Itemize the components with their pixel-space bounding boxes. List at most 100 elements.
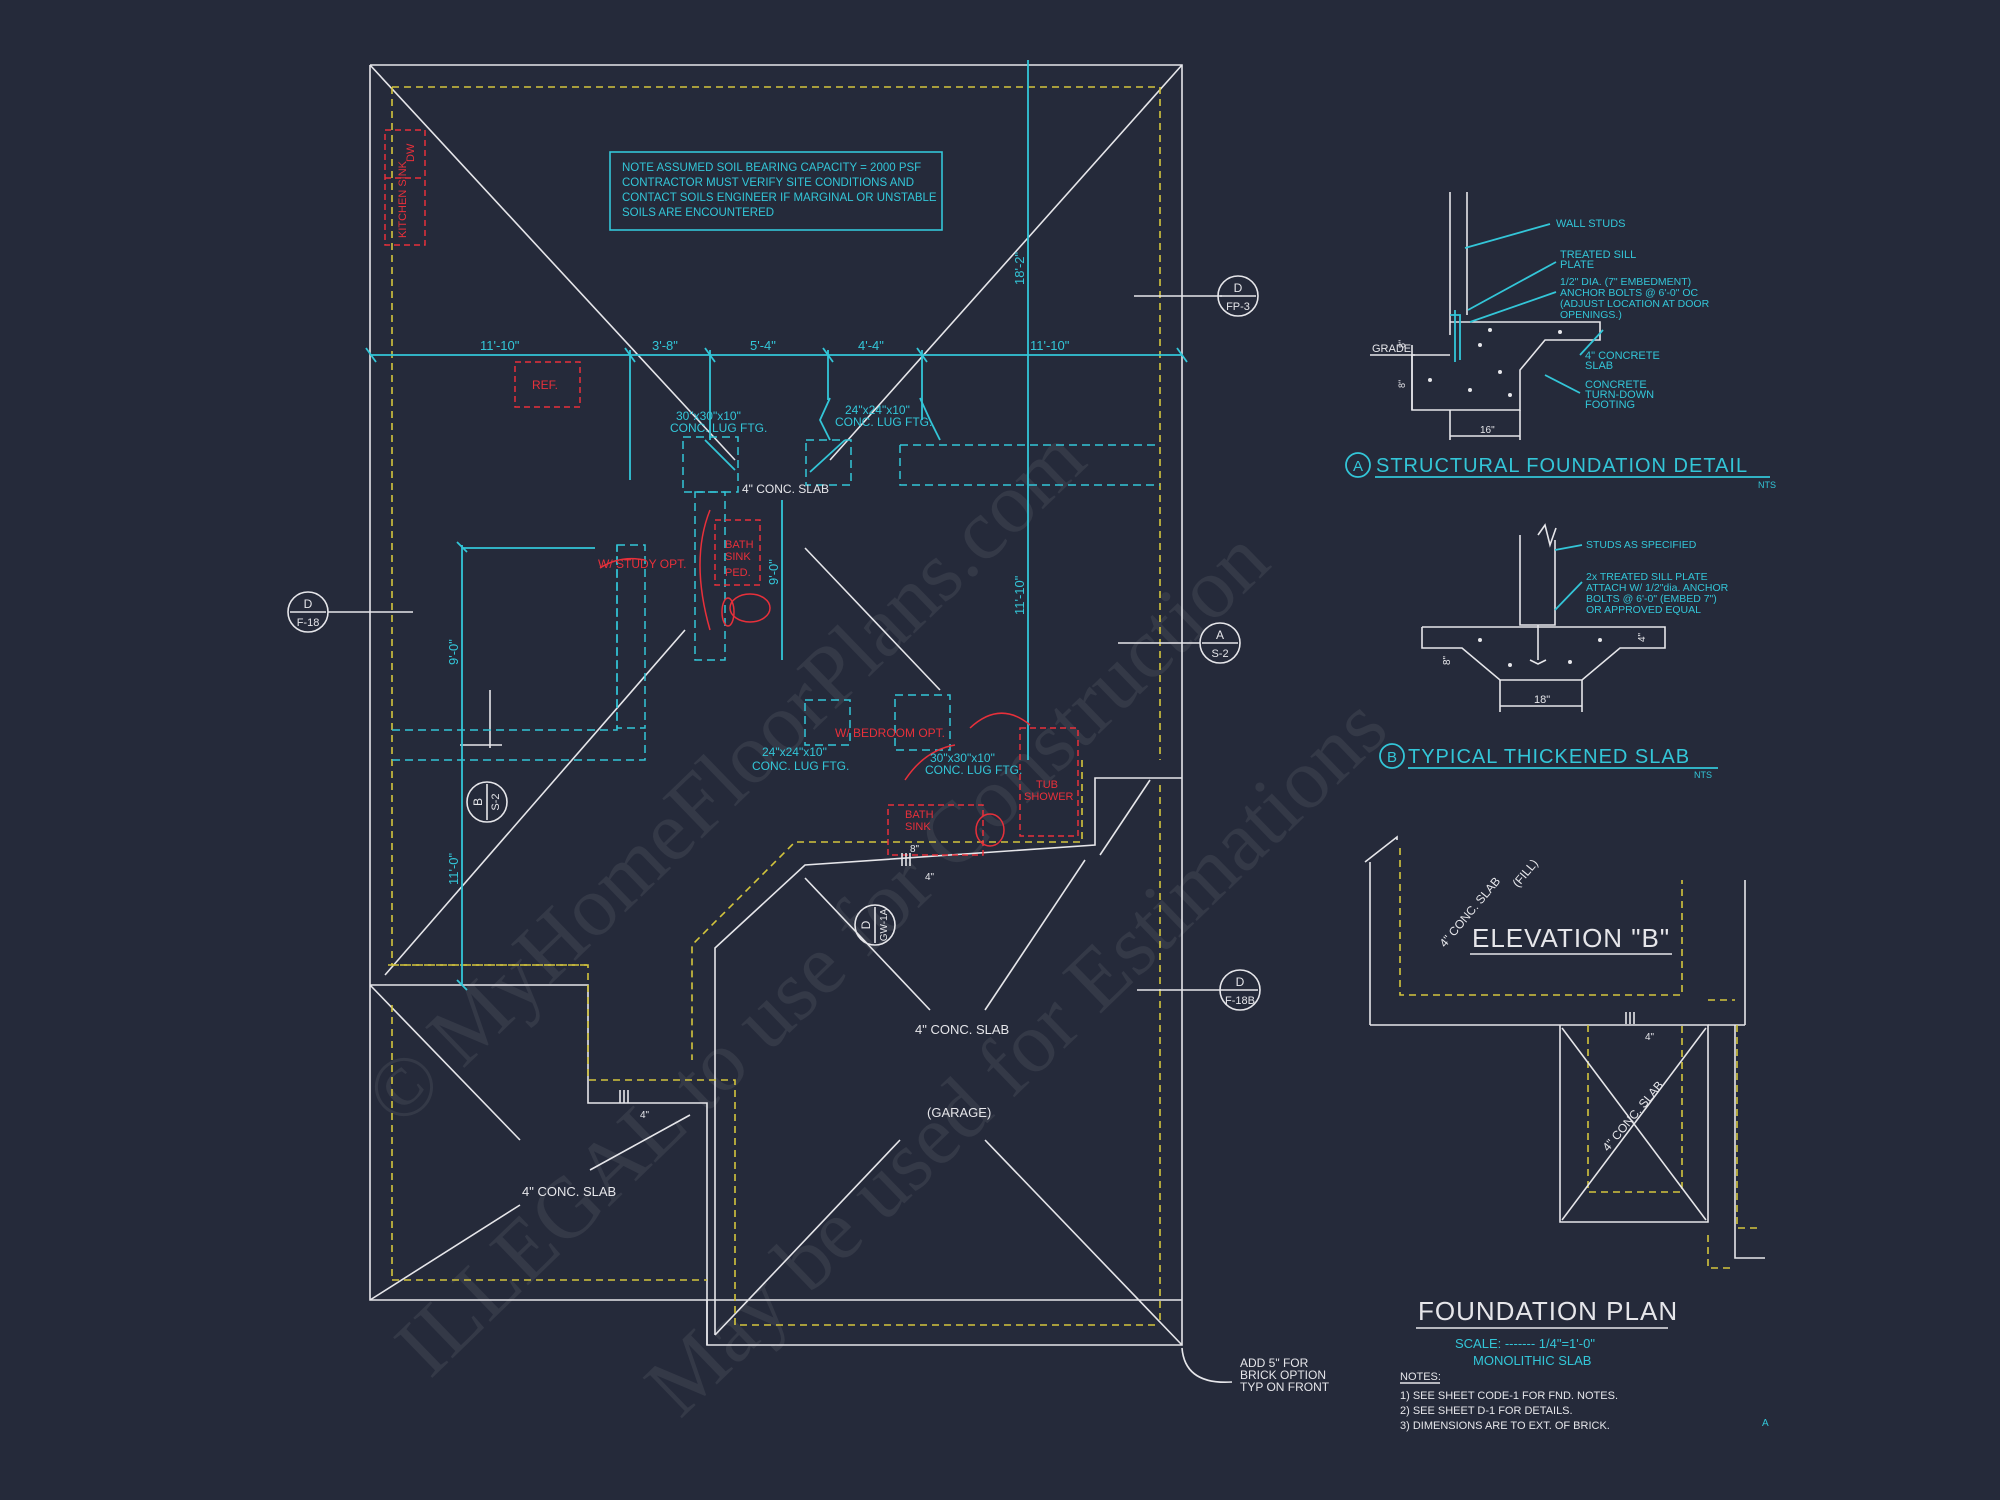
callout-gw1a[interactable] bbox=[854, 904, 896, 946]
label-slab-porch: 4" CONC. SLAB bbox=[522, 1184, 616, 1199]
callout-f18-top: D bbox=[304, 597, 313, 611]
detail-b-plate-2: ATTACH W/ 1/2"dia. ANCHOR bbox=[1586, 582, 1729, 594]
slab-edge-lines bbox=[388, 86, 1161, 1326]
callout-f18-bottom: F-18 bbox=[297, 617, 320, 629]
detail-a-bolt-1: 1/2" DIA. (7" EMBEDMENT) bbox=[1560, 276, 1691, 288]
detail-b-studs: STUDS AS SPECIFIED bbox=[1586, 539, 1697, 551]
detail-a-marker-circle bbox=[1345, 452, 1371, 478]
plan-slab-type: MONOLITHIC SLAB bbox=[1473, 1353, 1591, 1368]
dim-4: 4'-4" bbox=[858, 338, 884, 353]
detail-a-scale: NTS bbox=[1758, 480, 1776, 490]
callout-s2a-bottom: S-2 bbox=[1211, 648, 1228, 660]
detail-b-title: TYPICAL THICKENED SLAB bbox=[1408, 746, 1690, 768]
label-tub-1: TUB bbox=[1036, 779, 1058, 791]
callout-gw1a-top: D bbox=[859, 920, 873, 929]
callout-f18b-top: D bbox=[1236, 975, 1245, 989]
detail-b-dim-right: 4" bbox=[1637, 632, 1648, 642]
label-step-4b: 4" bbox=[640, 1110, 650, 1121]
detail-a-dim-h2: 8" bbox=[1397, 380, 1407, 388]
note-line-4: SOILS ARE ENCOUNTERED bbox=[622, 207, 774, 219]
callout-s2a[interactable] bbox=[1199, 622, 1241, 664]
plan-scale: SCALE: ------- 1/4"=1'-0" bbox=[1455, 1336, 1595, 1351]
callout-fp3-bottom: FP-3 bbox=[1226, 301, 1250, 313]
detail-a-slab-2: SLAB bbox=[1585, 360, 1613, 372]
detail-b-plate-4: OR APPROVED EQUAL bbox=[1586, 604, 1701, 616]
soil-note: NOTE ASSUMED SOIL BEARING CAPACITY = 200… bbox=[609, 151, 943, 231]
label-garage: (GARAGE) bbox=[927, 1105, 991, 1120]
detail-b-dim-left: 8" bbox=[1442, 655, 1453, 665]
label-tub-2: SHOWER bbox=[1024, 791, 1074, 803]
label-slab-main: 4" CONC. SLAB bbox=[742, 482, 829, 496]
detail-a-structural-foundation: WALL STUDS TREATED SILL PLATE 1/2" DIA. … bbox=[1345, 192, 1776, 490]
detail-a-grade: GRADE bbox=[1372, 343, 1411, 355]
callout-s2b-bottom: S-2 bbox=[490, 793, 502, 810]
callout-s2b[interactable] bbox=[466, 781, 508, 823]
detail-a-wall-studs: WALL STUDS bbox=[1556, 218, 1625, 230]
notes-heading: NOTES: bbox=[1400, 1371, 1441, 1383]
plan-title: FOUNDATION PLAN bbox=[1418, 1296, 1678, 1326]
detail-a-dim-h1: 8" bbox=[1397, 340, 1407, 348]
brick-note-2: BRICK OPTION bbox=[1240, 1368, 1326, 1382]
callout-f18b-bottom: F-18B bbox=[1225, 995, 1255, 1007]
elevation-b-step: 4" bbox=[1645, 1032, 1655, 1043]
dim-2: 3'-8" bbox=[652, 338, 678, 353]
note-1: 1) SEE SHEET CODE-1 FOR FND. NOTES. bbox=[1400, 1390, 1618, 1402]
dim-3: 5'-4" bbox=[750, 338, 776, 353]
section-callouts: D FP-3 D F-18 A S-2 B S-2 D GW-1A D F-18… bbox=[287, 275, 1261, 1011]
label-ftg30a-1: 30"x30"x10" bbox=[676, 409, 741, 423]
label-bath-ped-3: PED. bbox=[725, 567, 751, 579]
detail-a-marker: A bbox=[1353, 458, 1363, 475]
dim-v2: 11'-10" bbox=[1012, 575, 1027, 615]
title-block: FOUNDATION PLAN SCALE: ------- 1/4"=1'-0… bbox=[1400, 1296, 1769, 1432]
interior-footings bbox=[392, 436, 1160, 761]
label-ftg24b-2: CONC. LUG FTG. bbox=[752, 759, 849, 773]
detail-a-bolt-3: (ADJUST LOCATION AT DOOR bbox=[1560, 298, 1710, 310]
note-3: 3) DIMENSIONS ARE TO EXT. OF BRICK. bbox=[1400, 1420, 1610, 1432]
callout-gw1a-bottom: GW-1A bbox=[879, 908, 890, 941]
detail-a-footing-3: FOOTING bbox=[1585, 399, 1635, 411]
label-study-opt: W/ STUDY OPT. bbox=[598, 557, 686, 571]
callout-f18[interactable] bbox=[287, 591, 329, 633]
dim-5: 11'-10" bbox=[1030, 338, 1070, 353]
plumbing-fixtures bbox=[384, 129, 1079, 856]
detail-b-plate-1: 2x TREATED SILL PLATE bbox=[1586, 571, 1708, 583]
dimension-text: 11'-10" 3'-8" 5'-4" 4'-4" 11'-10" 18'-2"… bbox=[446, 251, 1070, 885]
detail-b-thickened-slab: STUDS AS SPECIFIED 2x TREATED SILL PLATE… bbox=[1379, 523, 1729, 780]
plan-labels: KITCHEN SINK DW REF. 30"x30"x10" CONC. L… bbox=[397, 143, 1330, 1394]
detail-a-bolt-4: OPENINGS.) bbox=[1560, 309, 1622, 321]
label-bath-sink-2: SINK bbox=[905, 821, 931, 833]
label-ftg24a-1: 24"x24"x10" bbox=[845, 403, 910, 417]
detail-a-slab-1: 4" CONCRETE bbox=[1585, 350, 1660, 362]
note-line-1: NOTE ASSUMED SOIL BEARING CAPACITY = 200… bbox=[622, 162, 921, 174]
note-line-3: CONTACT SOILS ENGINEER IF MARGINAL OR UN… bbox=[622, 192, 937, 204]
detail-b-marker-circle bbox=[1379, 743, 1405, 769]
label-dw: DW bbox=[405, 143, 417, 162]
label-slab-garage: 4" CONC. SLAB bbox=[915, 1022, 1009, 1037]
dimension-lines bbox=[365, 60, 1188, 991]
detail-b-dim-width: 18" bbox=[1534, 694, 1550, 706]
elevation-b-slab-2: 4" CONC. SLAB bbox=[1600, 1078, 1667, 1154]
elevation-b-fill: (FILL) bbox=[1510, 856, 1541, 890]
callout-fp3[interactable] bbox=[1217, 275, 1259, 317]
dim-v3: 9'-0" bbox=[446, 639, 461, 665]
dim-v1: 18'-2" bbox=[1012, 251, 1027, 285]
label-step-8: 8" bbox=[910, 844, 920, 855]
detail-a-footing-2: TURN-DOWN bbox=[1585, 389, 1654, 401]
label-ftg30b-2: CONC. LUG FTG. bbox=[925, 763, 1022, 777]
label-bath-sink-1: BATH bbox=[905, 809, 934, 821]
step-hatches bbox=[619, 853, 911, 1103]
brick-note-1: ADD 5" FOR bbox=[1240, 1356, 1309, 1370]
detail-b-scale: NTS bbox=[1694, 770, 1712, 780]
elevation-b: 4" CONC. SLAB (FILL) 4" CONC. SLAB 4" EL… bbox=[1364, 835, 1765, 1269]
label-step-4a: 4" bbox=[925, 872, 935, 883]
detail-b-marker: B bbox=[1387, 749, 1397, 766]
detail-a-footing-1: CONCRETE bbox=[1585, 379, 1647, 391]
label-ftg30a-2: CONC. LUG FTG. bbox=[670, 421, 767, 435]
label-bath-ped-2: SINK bbox=[725, 551, 751, 563]
label-ftg24a-2: CONC. LUG FTG. bbox=[835, 415, 932, 429]
label-bedroom-opt: W/ BEDROOM OPT. bbox=[835, 726, 945, 740]
callout-f18b[interactable] bbox=[1219, 969, 1261, 1011]
note-line-2: CONTRACTOR MUST VERIFY SITE CONDITIONS A… bbox=[622, 177, 914, 189]
detail-a-title: STRUCTURAL FOUNDATION DETAIL bbox=[1376, 455, 1748, 477]
